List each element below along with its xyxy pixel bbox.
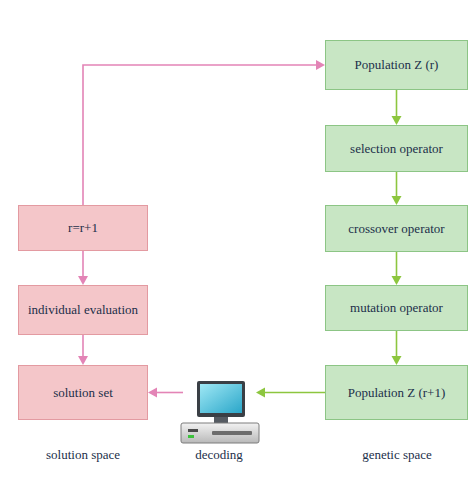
process-box: individual evaluation [18,285,148,335]
process-box: Population Z (r+1) [325,365,468,420]
flow-arrow [392,331,402,365]
flow-arrow [392,172,402,205]
process-box: r=r+1 [18,205,148,251]
region-label: genetic space [332,447,462,463]
region-label: solution space [18,447,148,463]
region-label: decoding [154,447,284,463]
flow-arrow [83,60,325,205]
box-text: Population Z (r) [349,57,445,73]
box-text: individual evaluation [22,302,144,318]
box-text: Population Z (r+1) [342,385,452,401]
box-text: mutation operator [344,300,449,316]
process-box: crossover operator [325,205,468,252]
process-box: Population Z (r) [325,40,468,90]
process-box: solution set [18,365,148,420]
process-box: selection operator [325,125,468,172]
box-text: solution set [47,385,119,401]
flow-arrow [392,252,402,285]
flow-arrow [78,251,88,285]
box-text: r=r+1 [62,220,104,236]
box-text: selection operator [344,141,449,157]
box-text: crossover operator [342,221,450,237]
flow-arrow [78,335,88,365]
process-box: mutation operator [325,285,468,331]
flow-arrow [392,90,402,125]
